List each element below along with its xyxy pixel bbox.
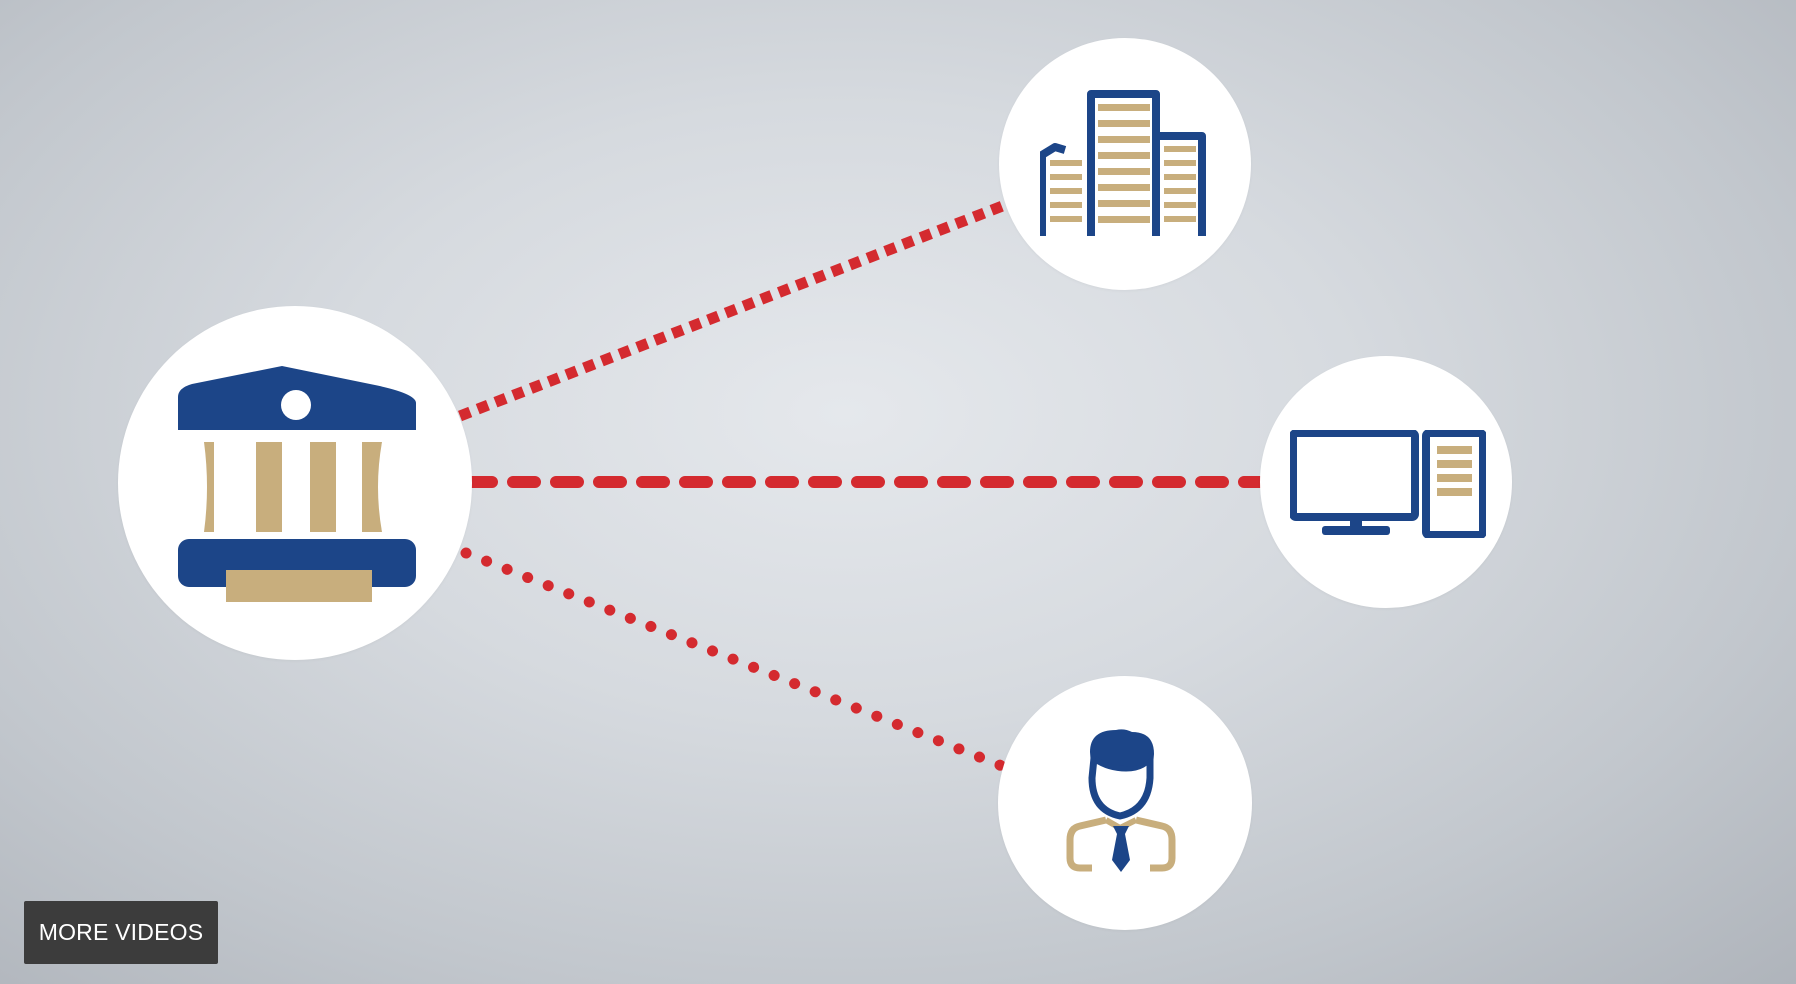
bank-icon xyxy=(178,366,416,602)
desktop-computer-icon xyxy=(1290,430,1486,538)
desktop-computer-node xyxy=(1260,356,1512,608)
more-videos-button[interactable]: MORE VIDEOS xyxy=(24,901,218,964)
businessman-icon xyxy=(1066,729,1176,872)
bank-node xyxy=(118,306,472,660)
office-buildings-icon xyxy=(1040,90,1206,236)
office-buildings-node xyxy=(999,38,1251,290)
connector-bank-to-buildings xyxy=(458,199,1007,422)
connector-bank-to-person xyxy=(460,547,1008,772)
businessman-node xyxy=(998,676,1252,930)
